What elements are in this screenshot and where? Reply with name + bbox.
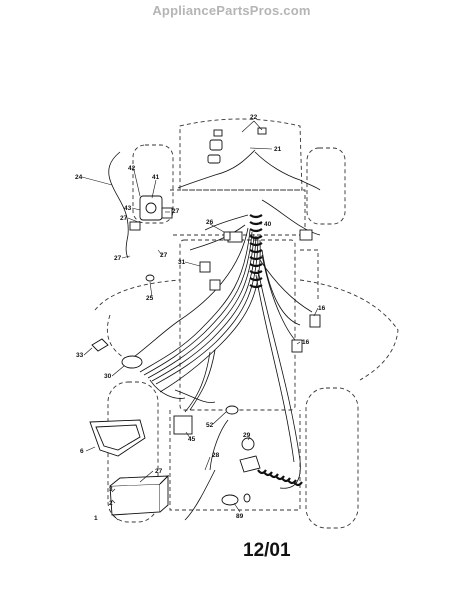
callout-26: 26 (206, 219, 214, 226)
callout-25: 25 (146, 295, 154, 302)
callout-16-a: 16 (318, 305, 326, 312)
callout-2: 2 (109, 500, 113, 507)
callout-31: 31 (178, 259, 186, 266)
callout-27-d: 27 (160, 252, 168, 259)
callout-6: 6 (80, 448, 84, 455)
callout-29: 29 (243, 432, 251, 439)
callout-16-b: 16 (302, 339, 310, 346)
callout-21: 21 (274, 146, 282, 153)
components (89, 127, 321, 516)
callout-27-e: 27 (155, 468, 163, 475)
callout-1: 1 (94, 515, 98, 522)
watermark: AppliancePartsPros.com (152, 3, 311, 18)
callout-27-a: 27 (120, 215, 128, 222)
callout-89: 89 (236, 513, 244, 520)
callout-numbers: 22 21 24 42 41 43 27 27 27 27 26 40 31 2… (75, 114, 326, 522)
callout-22: 22 (250, 114, 258, 121)
callout-45: 45 (188, 436, 196, 443)
callout-30: 30 (104, 373, 112, 380)
callout-43: 43 (124, 205, 132, 212)
callout-27-b: 27 (172, 208, 180, 215)
wire-harness (108, 149, 321, 521)
callout-41: 41 (152, 174, 160, 181)
callout-33: 33 (76, 352, 84, 359)
callout-40: 40 (264, 221, 272, 228)
callout-24: 24 (75, 174, 83, 181)
callout-27-c: 27 (114, 255, 122, 262)
callout-52: 52 (206, 422, 214, 429)
callout-42: 42 (128, 165, 136, 172)
callout-3: 3 (109, 486, 113, 493)
diagram-date-code: 12/01 (243, 540, 291, 561)
leader-lines (81, 120, 319, 521)
callout-28: 28 (212, 452, 220, 459)
